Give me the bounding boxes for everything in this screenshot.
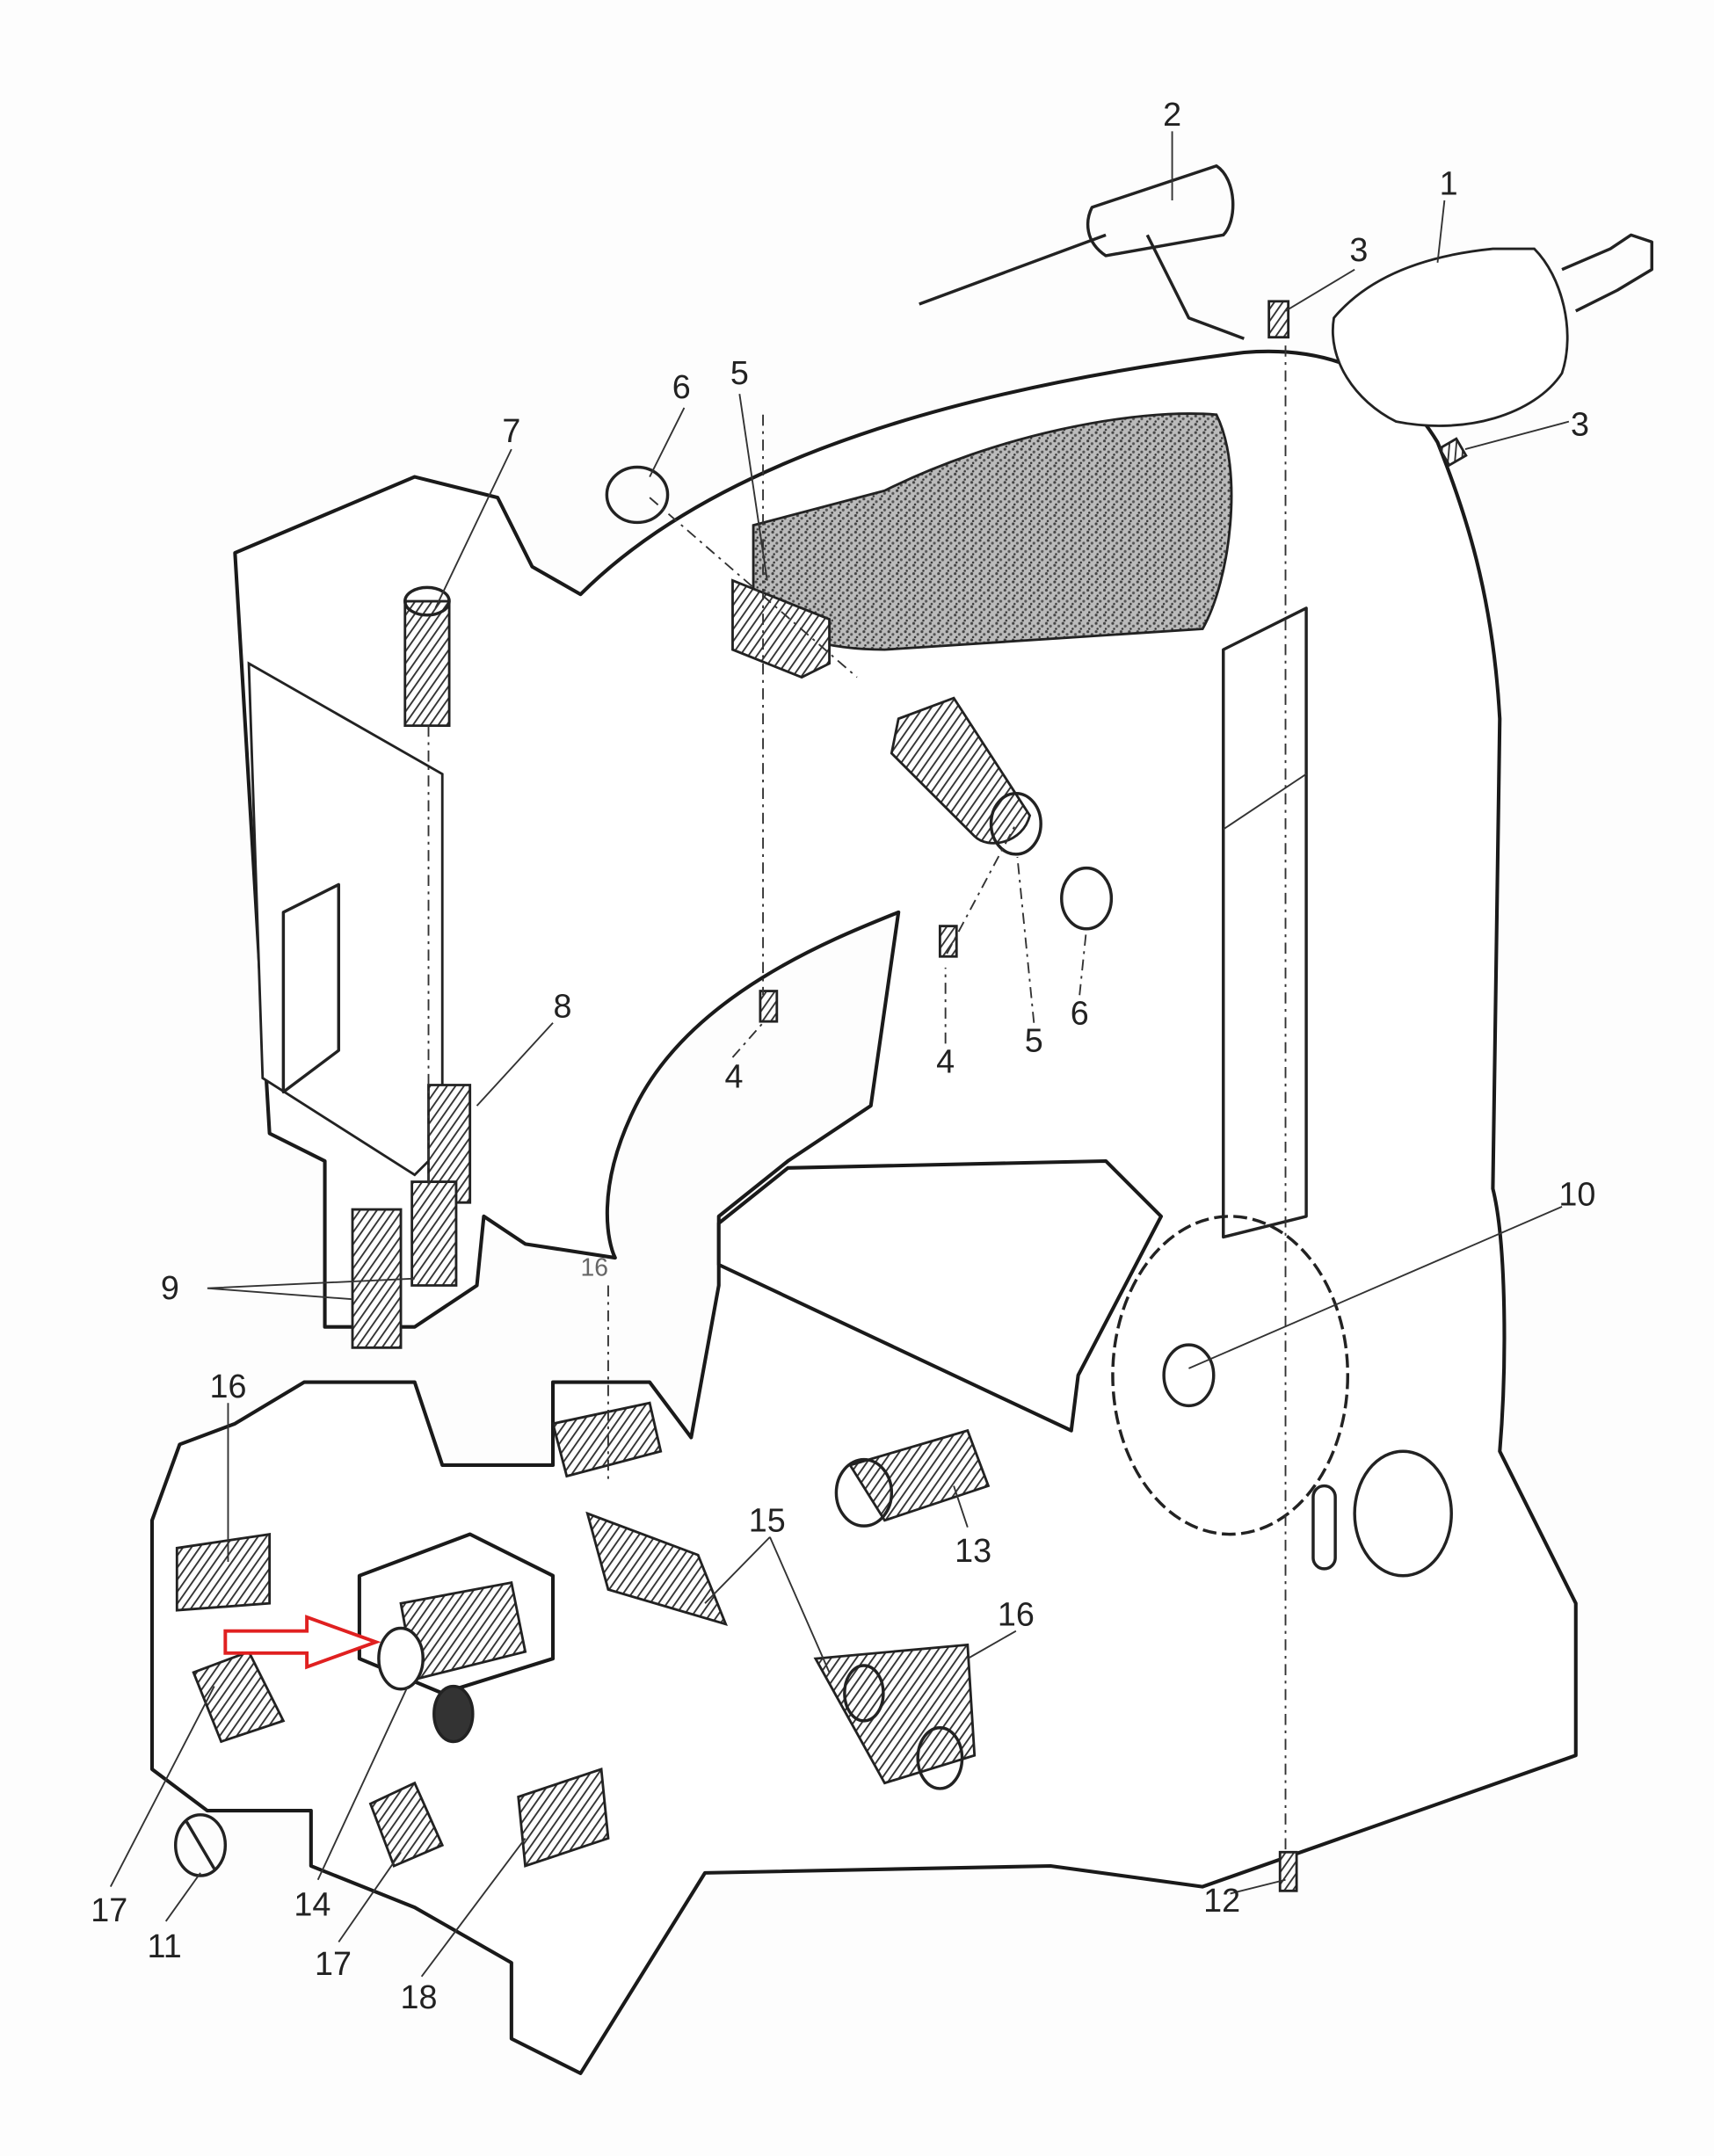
callout-4: 4: [725, 1058, 744, 1095]
part-3-screw-b: [1437, 437, 1468, 468]
callout-3: 3: [1571, 405, 1589, 442]
part-17-bushing-b: [368, 1781, 445, 1868]
part-16-left-bushing: [175, 1532, 272, 1612]
handwheel-disc: [1111, 1215, 1350, 1536]
callout-13: 13: [955, 1532, 991, 1569]
part-17-bushing: [192, 1650, 286, 1744]
callout-labels: 1 2 3 3 4 4 5 5 6 6 7 8 9 10 11 12 13 14…: [91, 96, 1595, 2015]
bed-plate: [716, 1158, 1164, 1433]
part-14-hole: [432, 1684, 475, 1744]
callout-16: 16: [209, 1368, 246, 1405]
callout-3: 3: [1349, 231, 1368, 268]
part-2-tool: [919, 163, 1245, 340]
callout-18: 18: [401, 1978, 438, 2015]
callout-4: 4: [936, 1042, 955, 1079]
part-9-bushing-b: [410, 1180, 458, 1287]
callout-2: 2: [1163, 96, 1181, 133]
part-16-bore-b: [916, 1726, 964, 1790]
body-slot: [1222, 606, 1308, 1239]
part-14-bore: [377, 1626, 425, 1691]
part-16-bushing: [551, 1401, 663, 1478]
part-11-slot: [185, 1820, 216, 1870]
part-16-bushing-c: [813, 1643, 977, 1785]
callout-16: 16: [580, 1253, 607, 1281]
callout-9: 9: [161, 1269, 179, 1306]
highlight-arrow: [223, 1615, 381, 1670]
callout-6: 6: [1071, 994, 1089, 1031]
callout-11: 11: [148, 1927, 182, 1964]
callout-10: 10: [1558, 1175, 1595, 1212]
part-11-plug: [173, 1813, 228, 1877]
part-18-bushing: [517, 1768, 610, 1868]
part-1-spindle: [1561, 233, 1653, 313]
part-4-screw-b: [938, 925, 958, 958]
callout-14: 14: [294, 1886, 330, 1923]
part-9-bushing: [351, 1208, 403, 1349]
part-7-needle-bar: [403, 599, 451, 728]
callout-12: 12: [1203, 1882, 1240, 1919]
callout-16: 16: [998, 1595, 1035, 1632]
part-5-bore: [989, 791, 1042, 856]
part-3-screw: [1267, 300, 1290, 339]
part-1-shaft-assembly: [1332, 247, 1569, 427]
side-port: [1353, 1449, 1453, 1578]
slot-divider: [1223, 773, 1307, 831]
part-6-bushing: [605, 465, 670, 525]
part-13-bore: [834, 1457, 894, 1528]
part-12-screw: [1278, 1850, 1298, 1892]
callout-8: 8: [554, 987, 572, 1024]
callout-5: 5: [1025, 1022, 1043, 1059]
part-4-screw: [759, 990, 779, 1023]
leader-lines: [109, 131, 1570, 1978]
part-5-bushing: [731, 578, 831, 679]
callout-7: 7: [502, 412, 520, 449]
callout-6: 6: [672, 368, 691, 405]
part-7-top: [403, 585, 451, 617]
arm-face-panel: [281, 882, 341, 1094]
handwheel-hub: [1162, 1343, 1216, 1408]
callout-1: 1: [1440, 165, 1458, 202]
callout-15: 15: [749, 1501, 786, 1538]
callout-17: 17: [91, 1891, 127, 1928]
part-8-bushing: [427, 1084, 472, 1204]
callout-17: 17: [315, 1945, 352, 1982]
side-slot: [1311, 1484, 1337, 1571]
part-13-bushing: [847, 1428, 991, 1522]
part-15-bushing: [585, 1511, 729, 1626]
part-16-bore: [843, 1664, 885, 1723]
callout-5: 5: [730, 354, 749, 391]
